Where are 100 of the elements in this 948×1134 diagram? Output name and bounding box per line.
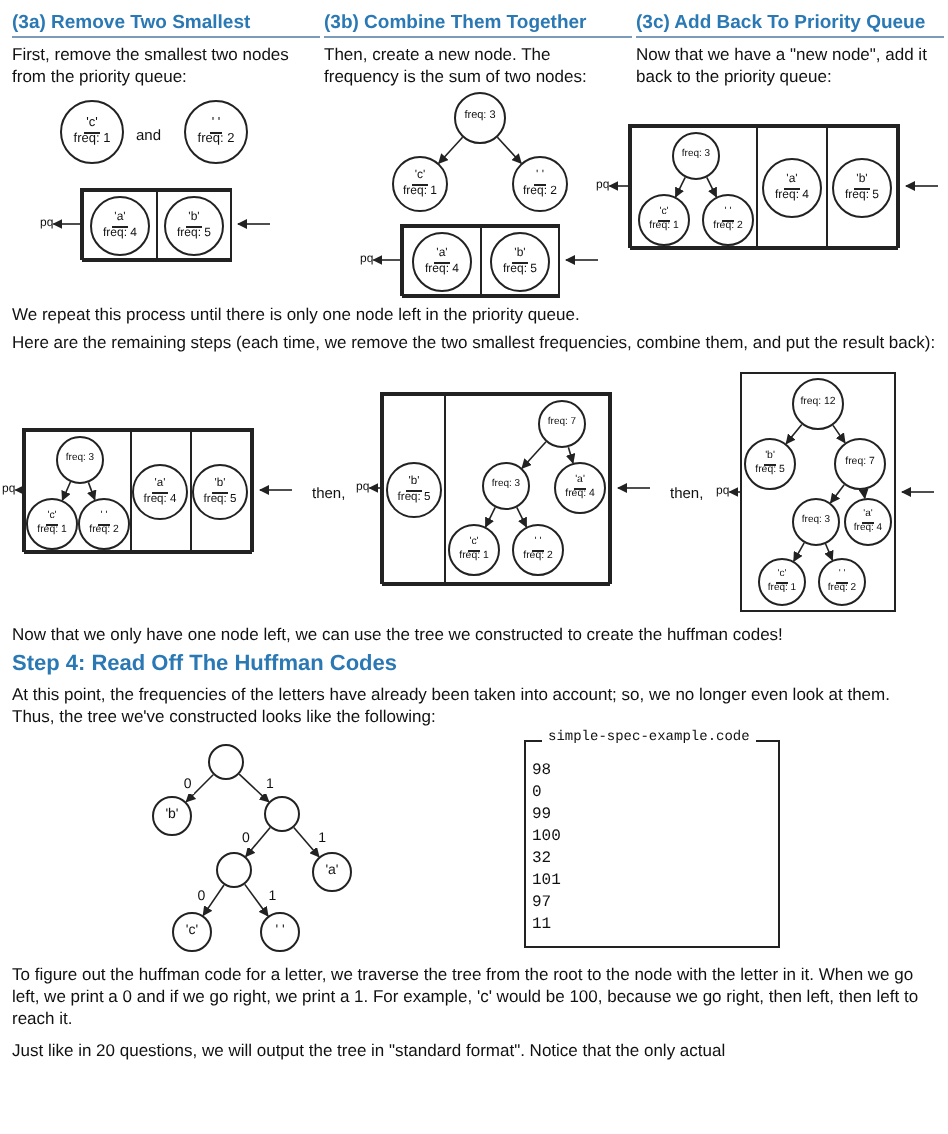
paragraph: Then, create a new node. The frequency is the sum of two nodes: — [324, 44, 589, 88]
code-line: 101 — [532, 870, 561, 892]
tree-node — [78, 498, 130, 550]
arrow — [14, 485, 25, 495]
tree-node — [512, 156, 568, 212]
priority-queue-box — [740, 372, 896, 612]
arrow — [617, 483, 651, 493]
arrow — [674, 176, 686, 198]
arrow — [565, 446, 576, 464]
code-line: 98 — [532, 760, 552, 782]
arrow — [237, 219, 271, 229]
tree-node — [818, 558, 866, 606]
queue-cell — [402, 226, 482, 298]
arrow — [202, 884, 225, 917]
arrow — [52, 219, 81, 229]
arrow — [608, 181, 629, 191]
tree-node — [26, 498, 78, 550]
arrow — [238, 773, 270, 803]
code-line: 99 — [532, 804, 552, 826]
tree-node — [184, 100, 248, 164]
arrow — [901, 487, 935, 497]
arrow — [259, 485, 293, 495]
arrow — [905, 181, 939, 191]
tree-node — [792, 378, 844, 430]
section-heading: (3b) Combine Them Together — [324, 12, 632, 38]
code-line: 0 — [532, 782, 542, 804]
section-heading: Step 4: Read Off The Huffman Codes — [12, 652, 398, 678]
tree-node — [482, 462, 530, 510]
queue-cell — [756, 126, 828, 250]
paragraph: Now that we have a "new node", add it back to the priority queue: — [636, 44, 929, 88]
arrow — [245, 826, 271, 858]
arrow — [824, 543, 834, 561]
tree-node — [834, 438, 886, 490]
tree-node — [60, 100, 124, 164]
queue-cell — [630, 126, 758, 250]
tree-node — [208, 744, 244, 780]
arrow — [185, 774, 214, 803]
section-heading: (3c) Add Back To Priority Queue — [636, 12, 944, 38]
paragraph: Just like in 20 questions, we will output the tree in "standard format". Notice that the only actual — [12, 1040, 728, 1062]
tree-node — [538, 400, 586, 448]
code-line: 32 — [532, 848, 552, 870]
arrow — [438, 136, 464, 164]
tree-node — [192, 464, 248, 520]
arrow — [496, 136, 522, 164]
arrow — [728, 487, 741, 497]
tree-node — [490, 232, 550, 292]
paragraph: To figure out the huffman code for a letter, we traverse the tree from the root to the node with the letter in it. When we go left, we print a 0 and if we go right, we print a 1. For example, 'c' would be 100, because we go right, then left, then left to reach it. — [12, 964, 921, 1030]
tree-node — [216, 852, 252, 888]
queue-cell — [382, 394, 446, 586]
tree-node — [702, 194, 754, 246]
arrow — [521, 441, 547, 469]
tree-node — [412, 232, 472, 292]
paragraph: First, remove the smallest two nodes from the priority queue: — [12, 44, 291, 88]
priority-queue-box — [22, 428, 254, 552]
tree-node — [672, 132, 720, 180]
queue-cell — [130, 430, 192, 554]
code-line: 100 — [532, 826, 561, 848]
arrow — [372, 255, 401, 265]
arrow — [858, 488, 869, 500]
tree-node — [454, 92, 506, 144]
priority-queue-box — [80, 188, 232, 260]
arrow — [793, 542, 805, 563]
tree-node — [132, 464, 188, 520]
arrow — [61, 481, 72, 502]
tree-node — [172, 912, 212, 952]
paragraph: Here are the remaining steps (each time, we remove the two smallest frequencies, combine them, and put the result back): — [12, 332, 936, 354]
priority-queue-box — [628, 124, 900, 248]
tree-node — [56, 436, 104, 484]
tree-node — [264, 796, 300, 832]
queue-cell — [190, 430, 252, 554]
tree-node — [832, 158, 892, 218]
arrow — [706, 176, 718, 198]
priority-queue-box — [400, 224, 560, 296]
queue-cell — [444, 394, 610, 586]
arrow — [244, 883, 269, 917]
arrow — [829, 484, 845, 504]
tree-node — [392, 156, 448, 212]
tree-node — [758, 558, 806, 606]
priority-queue-box — [380, 392, 612, 584]
tree-node — [844, 498, 892, 546]
arrow — [87, 481, 97, 501]
arrow — [293, 826, 320, 858]
arrow — [484, 506, 496, 528]
paragraph: Now that we only have one node left, we can use the tree we constructed to create the huffman codes! — [12, 624, 785, 646]
arrow — [785, 423, 803, 445]
arrow — [516, 506, 528, 528]
tree-node — [386, 462, 442, 518]
queue-cell — [24, 430, 132, 554]
tree-node — [762, 158, 822, 218]
tree-node — [792, 498, 840, 546]
tree-node — [512, 524, 564, 576]
paragraph: At this point, the frequencies of the letters have already been taken into account; so, we no longer even look at them. Thus, the tree we've constructed looks like the following: — [12, 684, 892, 728]
tree-node — [152, 796, 192, 836]
section-heading: (3a) Remove Two Smallest — [12, 12, 320, 38]
tree-node — [260, 912, 300, 952]
code-line: 97 — [532, 892, 552, 914]
arrow — [565, 255, 599, 265]
arrow — [368, 483, 381, 493]
tree-node — [744, 438, 796, 490]
tree-node — [448, 524, 500, 576]
